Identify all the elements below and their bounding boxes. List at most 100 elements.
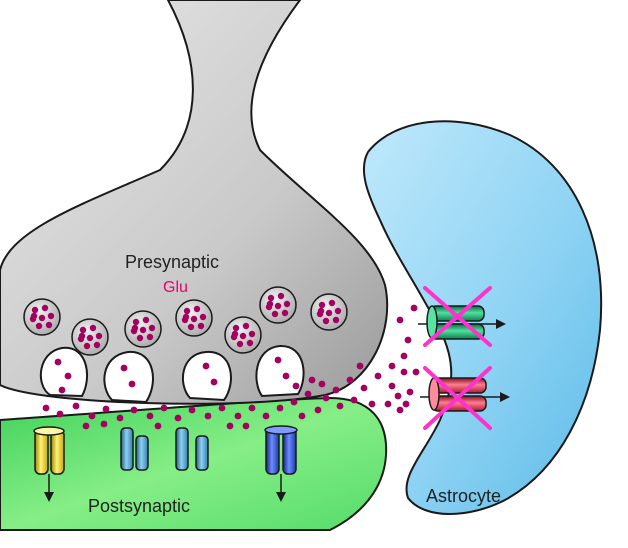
glutamate-dot	[350, 396, 358, 404]
glutamate-dot	[190, 315, 198, 323]
glutamate-dot	[131, 324, 139, 332]
glutamate-dot	[368, 400, 376, 408]
glutamate-dot	[304, 390, 312, 398]
glutamate-dot	[314, 406, 322, 414]
glutamate-dot	[41, 304, 49, 312]
glutamate-dot	[298, 412, 306, 420]
glutamate-dot	[334, 307, 342, 315]
glutamate-dot	[58, 386, 66, 394]
glutamate-dot	[346, 376, 354, 384]
glutamate-dot	[88, 412, 96, 420]
glutamate-dot	[128, 380, 136, 388]
glutamate-dot	[318, 380, 326, 388]
glutamate-dot	[332, 316, 340, 324]
glutamate-dot	[231, 330, 239, 338]
glutamate-dot	[31, 306, 39, 314]
glutamate-dot	[78, 332, 86, 340]
glutamate-dot	[283, 300, 291, 308]
glutamate-dot	[234, 412, 242, 420]
glutamate-dot	[38, 314, 46, 322]
glutamate-dot	[45, 321, 53, 329]
glutamate-dot	[148, 324, 156, 332]
glutamate-dot	[54, 358, 62, 366]
glutamate-dot	[290, 398, 298, 406]
glutamate-dot	[384, 400, 392, 408]
glutamate-dot	[193, 305, 201, 313]
glutamate-dot	[317, 307, 325, 315]
cleft-glutamate-dots	[42, 304, 420, 430]
glutamate-dot	[282, 372, 290, 380]
glutamate-dot	[100, 420, 108, 428]
glutamate-dot	[182, 313, 190, 321]
glutamate-dot	[199, 313, 207, 321]
presynaptic-cell	[0, 0, 389, 405]
fusing-vesicles	[39, 344, 305, 404]
glutamate-dot	[64, 372, 72, 380]
glutamate-dot	[328, 299, 336, 307]
glutamate-dot	[56, 410, 64, 418]
glutamate-dot	[142, 316, 150, 324]
presynaptic-label: Presynaptic	[125, 252, 219, 272]
glutamate-dot	[410, 304, 418, 312]
astrocyte-label: Astrocyte	[426, 486, 501, 506]
glutamate-dot	[35, 322, 43, 330]
receptor-cyan-1	[120, 427, 149, 471]
glutamate-dot	[388, 382, 396, 390]
receptor-yellow	[33, 426, 65, 502]
glutamate-dot	[132, 318, 140, 326]
glutamate-dot	[95, 332, 103, 340]
glutamate-dot	[130, 406, 138, 414]
glutamate-dot	[267, 294, 275, 302]
glutamate-dot	[197, 322, 205, 330]
glutamate-dot	[188, 406, 196, 414]
glutamate-dot	[325, 309, 333, 317]
postsynaptic-label: Postsynaptic	[88, 496, 190, 516]
glutamate-dot	[404, 336, 412, 344]
glutamate-dot	[248, 330, 256, 338]
glutamate-dot	[204, 412, 212, 420]
glutamate-dot	[266, 300, 274, 308]
glutamate-dot	[412, 368, 420, 376]
glutamate-dot	[356, 362, 364, 370]
glutamate-dot	[116, 414, 124, 422]
glutamate-dot	[42, 404, 50, 412]
receptor-cyan-2	[175, 427, 209, 471]
glutamate-dot	[79, 326, 87, 334]
glutamate-dot	[47, 312, 55, 320]
glutamate-dot	[239, 332, 247, 340]
glutamate-dot	[139, 326, 147, 334]
glutamate-dot	[276, 404, 284, 412]
glu-label: Glu	[163, 279, 188, 296]
glutamate-dot	[274, 356, 282, 364]
glutamate-dot	[236, 340, 244, 348]
block-x-green	[423, 286, 492, 347]
glutamate-dot	[322, 394, 330, 402]
glutamate-dot	[396, 316, 404, 324]
glutamate-dot	[146, 333, 154, 341]
glutamate-dot	[30, 312, 38, 320]
glutamate-dot	[183, 307, 191, 315]
glutamate-dot	[274, 302, 282, 310]
glutamate-dot	[271, 310, 279, 318]
glutamate-dot	[89, 324, 97, 332]
glutamate-dot	[120, 364, 128, 372]
glutamate-dot	[82, 422, 90, 430]
glutamate-dot	[136, 334, 144, 342]
glutamate-dot	[232, 324, 240, 332]
glutamate-dot	[281, 309, 289, 317]
glutamate-dot	[146, 412, 154, 420]
glutamate-dot	[246, 339, 254, 347]
glutamate-dot	[332, 386, 340, 394]
glutamate-dot	[86, 334, 94, 342]
block-x-red	[423, 366, 492, 430]
glutamate-dot	[218, 404, 226, 412]
glutamate-dot	[226, 422, 234, 430]
glutamate-dot	[242, 422, 250, 430]
glutamate-dot	[388, 362, 396, 370]
glutamate-dot	[396, 406, 404, 414]
glutamate-dot	[336, 402, 344, 410]
glutamate-dot	[374, 372, 382, 380]
glutamate-dot	[187, 323, 195, 331]
glutamate-dot	[292, 382, 300, 390]
